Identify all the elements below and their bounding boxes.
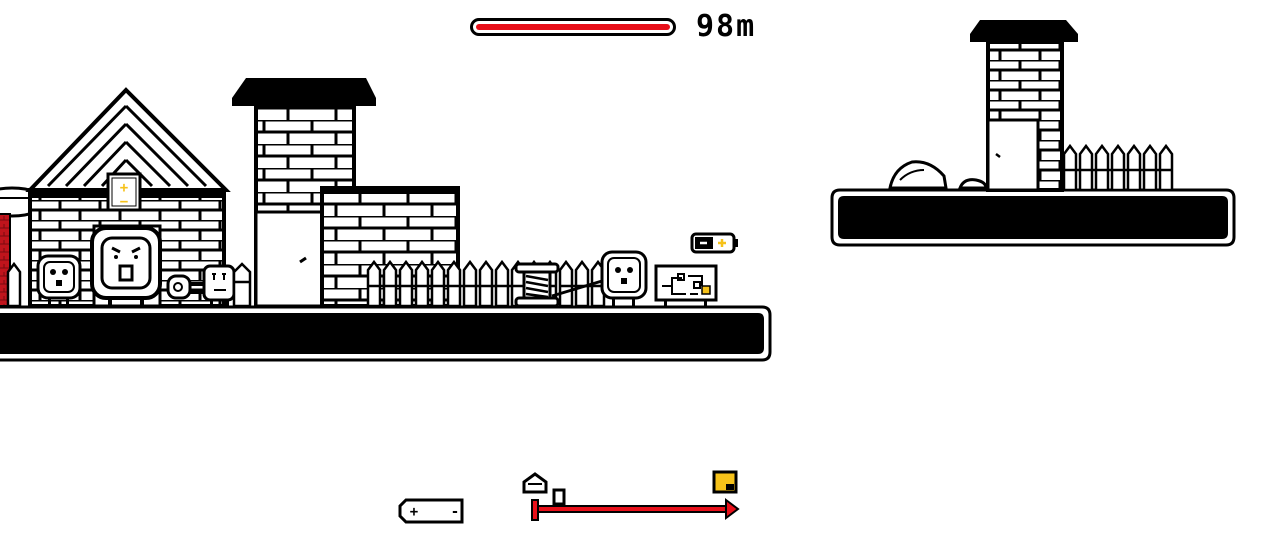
socket-character-small [202, 264, 236, 306]
fence-picket [478, 259, 494, 308]
fence-picket [1078, 143, 1094, 192]
cord-length-fill [476, 24, 670, 30]
house-sign-plus: + [120, 180, 128, 196]
rock-small [957, 178, 988, 190]
picket-fence-far [1062, 143, 1174, 192]
plug-character [166, 274, 204, 300]
distance-readout: 98m [696, 9, 757, 44]
battery-pickup-icon[interactable] [690, 232, 738, 254]
house-icon [522, 472, 548, 494]
battery-minus-label: - [451, 504, 459, 520]
chimney-tower-far [970, 20, 1078, 192]
fence-picket [574, 259, 590, 308]
ground-platform-floating [830, 188, 1236, 247]
big-socket-character [90, 226, 162, 306]
ground-platform-main [0, 305, 772, 362]
fence-picket [1158, 143, 1174, 192]
fence-picket [1062, 143, 1078, 192]
fence-picket [558, 259, 574, 308]
fence-picket [398, 259, 414, 308]
circuit-board-sign [654, 264, 718, 306]
rock-large [888, 160, 948, 190]
fence-picket [1142, 143, 1158, 192]
cord-length-bar [470, 18, 676, 36]
fence-picket [1126, 143, 1142, 192]
player-progress-marker [552, 488, 566, 506]
fence-picket [446, 259, 462, 308]
player-socket-character [600, 250, 648, 306]
picket-fence-main [366, 259, 606, 308]
battery-plus-label: + [410, 504, 418, 520]
fence-picket [382, 259, 398, 308]
level-progress-track [522, 470, 740, 521]
house-battery-sign: + − [106, 172, 142, 212]
battery-icon: + - [398, 498, 464, 524]
socket-character-left [36, 254, 82, 306]
picket-fence-left [6, 261, 252, 308]
fence-picket [1094, 143, 1110, 192]
house-sign-minus: − [120, 194, 128, 210]
fence-picket [462, 259, 478, 308]
fence-picket [430, 259, 446, 308]
fence-picket [366, 259, 382, 308]
spring-coil-object [514, 262, 560, 308]
goal-flag-icon [712, 470, 738, 494]
fence-picket [414, 259, 430, 308]
fence-picket [1110, 143, 1126, 192]
fence-picket [494, 259, 510, 308]
